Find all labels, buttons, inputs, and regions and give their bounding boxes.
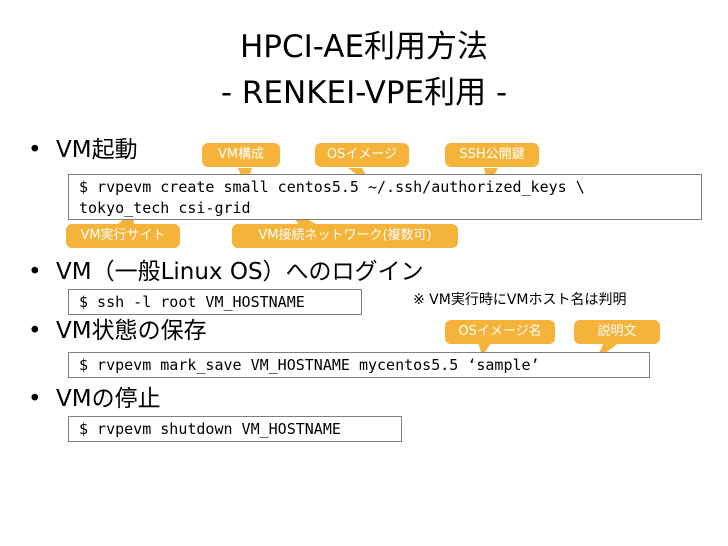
bullet-vm-stop: • VMの停止 (28, 385, 161, 413)
callout-os-image-name: OSイメージ名 (445, 320, 555, 344)
callout-ssh-key: SSH公開鍵 (445, 143, 539, 167)
callout-description: 説明文 (574, 320, 660, 344)
bullet-vm-login: • VM（一般Linux OS）へのログイン (28, 258, 424, 286)
heading-vm-start: VM起動 (56, 137, 138, 163)
callout-vm-config: VM構成 (202, 143, 280, 167)
code-vm-create[interactable]: $ rvpevm create small centos5.5 ~/.ssh/a… (68, 174, 702, 220)
note-vm-hostname: ※ VM実行時にVMホスト名は判明 (413, 292, 627, 308)
bullet-vm-start: • VM起動 (28, 136, 138, 164)
heading-vm-save: VM状態の保存 (56, 318, 207, 344)
code-shutdown[interactable]: $ rvpevm shutdown VM_HOSTNAME (68, 416, 402, 442)
bullet-vm-save: • VM状態の保存 (28, 317, 207, 345)
heading-vm-login: VM（一般Linux OS）へのログイン (56, 259, 424, 285)
code-mark-save[interactable]: $ rvpevm mark_save VM_HOSTNAME mycentos5… (68, 352, 650, 378)
bullet-dot: • (28, 137, 42, 163)
code-line-1: $ rvpevm create small centos5.5 ~/.ssh/a… (79, 178, 585, 196)
slide-title-line-2: - RENKEI-VPE利用 - (220, 75, 508, 111)
code-line-2: tokyo_tech csi-grid (79, 199, 251, 217)
heading-vm-stop: VMの停止 (56, 386, 161, 412)
bullet-dot: • (28, 318, 42, 344)
callout-vm-network: VM接続ネットワーク(複数可) (232, 224, 458, 248)
bullet-dot: • (28, 386, 42, 412)
callout-vm-site: VM実行サイト (66, 224, 180, 248)
bullet-dot: • (28, 259, 42, 285)
callout-os-image: OSイメージ (315, 143, 409, 167)
code-ssh-login[interactable]: $ ssh -l root VM_HOSTNAME (68, 289, 362, 315)
slide-title-line-1: HPCI-AE利用方法 (239, 29, 489, 65)
